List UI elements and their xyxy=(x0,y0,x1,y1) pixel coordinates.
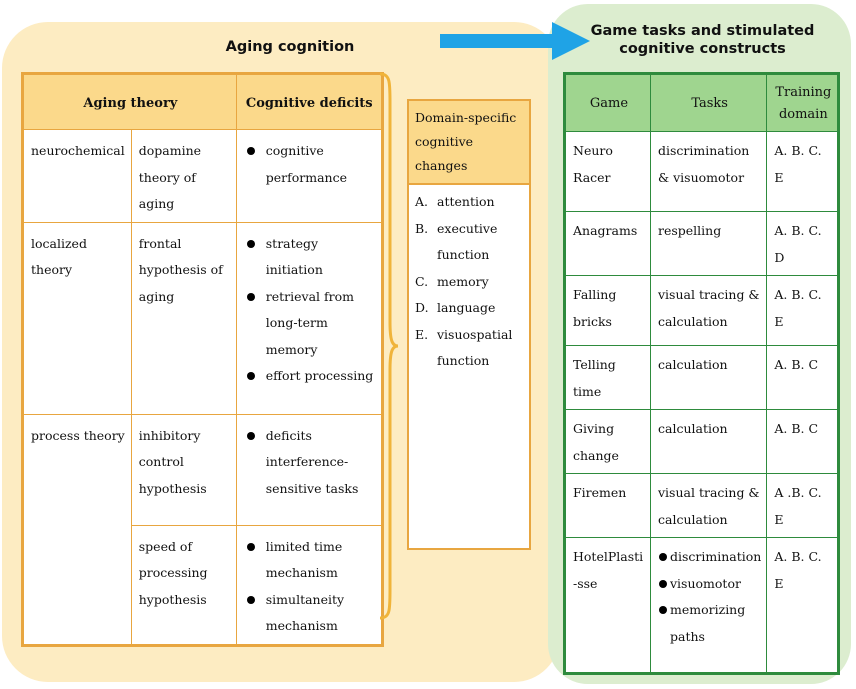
domain-text: executive function xyxy=(437,220,498,263)
domain-specific-box: Domain-specific cognitive changes A. att… xyxy=(407,99,531,550)
domain-letter: D. xyxy=(415,300,429,315)
game-name: Telling time xyxy=(564,345,651,410)
game-task-item: visuomotor xyxy=(658,571,761,598)
domain-list: A. attention B. executive function C. me… xyxy=(409,185,529,375)
table-row: Neuro Racer discrimination & visuomotor … xyxy=(564,131,840,212)
list-item: A. attention xyxy=(415,189,525,216)
theory-name: speed of processing hypothesis xyxy=(130,524,237,646)
domain-text: memory xyxy=(437,273,489,289)
table-row: Giving change calculation A. B. C xyxy=(564,409,840,474)
list-item: B. executive function xyxy=(415,216,525,269)
game-name: Neuro Racer xyxy=(564,131,651,212)
right-arrow-icon xyxy=(440,22,590,60)
game-name: Giving change xyxy=(564,409,651,474)
game-tasks: respelling xyxy=(649,211,768,276)
game-task-list: discrimination visuomotor memorizing pat… xyxy=(658,544,761,650)
theory-category: localized theory xyxy=(22,221,132,415)
table-row: localized theory frontal hypothesis of a… xyxy=(22,221,383,415)
theory-name: frontal hypothesis of aging xyxy=(130,221,237,415)
list-item: D. language xyxy=(415,295,525,322)
theory-category: process theory xyxy=(22,413,132,646)
training-domain: A. B. C. D xyxy=(766,211,840,276)
training-domain: A .B. C. E xyxy=(766,473,840,538)
theory-name: inhibitory control hypothesis xyxy=(130,413,237,526)
tasks-header: Tasks xyxy=(649,73,768,132)
training-domain: A. B. C. E xyxy=(766,275,840,346)
training-domain: A. B. C. E xyxy=(766,131,840,212)
deficit-item: effort processing xyxy=(244,363,375,390)
cognitive-deficits-header: Cognitive deficits xyxy=(235,73,383,130)
game-tasks: visual tracing & calculation xyxy=(649,275,768,346)
theory-category: neurochemical xyxy=(22,129,132,223)
domain-letter: A. xyxy=(415,194,429,209)
game-name: HotelPlasti -sse xyxy=(564,537,651,674)
game-tasks-table: Game Tasks Training domain Neuro Racer d… xyxy=(563,72,841,675)
game-tasks: calculation xyxy=(649,409,768,474)
table-row: Anagrams respelling A. B. C. D xyxy=(564,211,840,276)
deficit-list: strategy initiation retrieval from long-… xyxy=(244,231,375,390)
curly-brace-icon xyxy=(379,72,399,620)
deficit-item: deficits interference-sensitive tasks xyxy=(244,423,375,503)
domain-letter: E. xyxy=(415,326,429,342)
game-tasks: calculation xyxy=(649,345,768,410)
table-row: Firemen visual tracing & calculation A .… xyxy=(564,473,840,538)
game-name: Firemen xyxy=(564,473,651,538)
table-row: process theory inhibitory control hypoth… xyxy=(22,413,383,646)
list-item: E. visuospatial function xyxy=(415,322,525,375)
domain-letter: B. xyxy=(415,220,429,236)
table-row: neurochemical dopamine theory of aging c… xyxy=(22,129,383,223)
deficit-list: deficits interference-sensitive tasks xyxy=(244,423,375,503)
game-tasks: discrimination & visuomotor xyxy=(649,131,768,212)
game-name: Falling bricks xyxy=(564,275,651,346)
training-domain: A. B. C. E xyxy=(766,537,840,674)
table-row: Falling bricks visual tracing & calculat… xyxy=(564,275,840,346)
domain-text: language xyxy=(437,300,496,315)
training-domain: A. B. C xyxy=(766,345,840,410)
aging-theory-header: Aging theory xyxy=(22,73,237,130)
list-item: C. memory xyxy=(415,269,525,296)
table-row: Telling time calculation A. B. C xyxy=(564,345,840,410)
deficit-list: limited time mechanism simultaneity mech… xyxy=(244,534,375,640)
domain-text: visuospatial function xyxy=(437,326,513,369)
game-tasks: visual tracing & calculation xyxy=(649,473,768,538)
deficit-item: limited time mechanism xyxy=(244,534,375,587)
theory-name: dopamine theory of aging xyxy=(130,129,237,223)
deficit-item: strategy initiation xyxy=(244,231,375,284)
aging-panel-title: Aging cognition xyxy=(225,39,355,55)
domain-text: attention xyxy=(437,194,495,209)
training-domain-header: Training domain xyxy=(766,73,840,132)
deficit-item: retrieval from long-term memory xyxy=(244,284,375,364)
domain-letter: C. xyxy=(415,273,429,289)
deficit-list: cognitive performance xyxy=(244,138,375,191)
table-row: speed of processing hypothesis limited t… xyxy=(23,524,383,646)
game-task-item: discrimination xyxy=(658,544,761,571)
deficit-item: simultaneity mechanism xyxy=(244,587,375,640)
deficit-item: cognitive performance xyxy=(244,138,375,191)
game-header: Game xyxy=(564,73,651,132)
domain-box-title: Domain-specific cognitive changes xyxy=(409,101,529,185)
training-domain: A. B. C xyxy=(766,409,840,474)
game-name: Anagrams xyxy=(564,211,651,276)
game-panel-title: Game tasks and stimulated cognitive cons… xyxy=(590,23,815,57)
game-task-item: memorizing paths xyxy=(658,597,761,650)
aging-theory-table: Aging theory Cognitive deficits neuroche… xyxy=(21,72,384,647)
table-row: HotelPlasti -sse discrimination visuomot… xyxy=(564,537,840,674)
